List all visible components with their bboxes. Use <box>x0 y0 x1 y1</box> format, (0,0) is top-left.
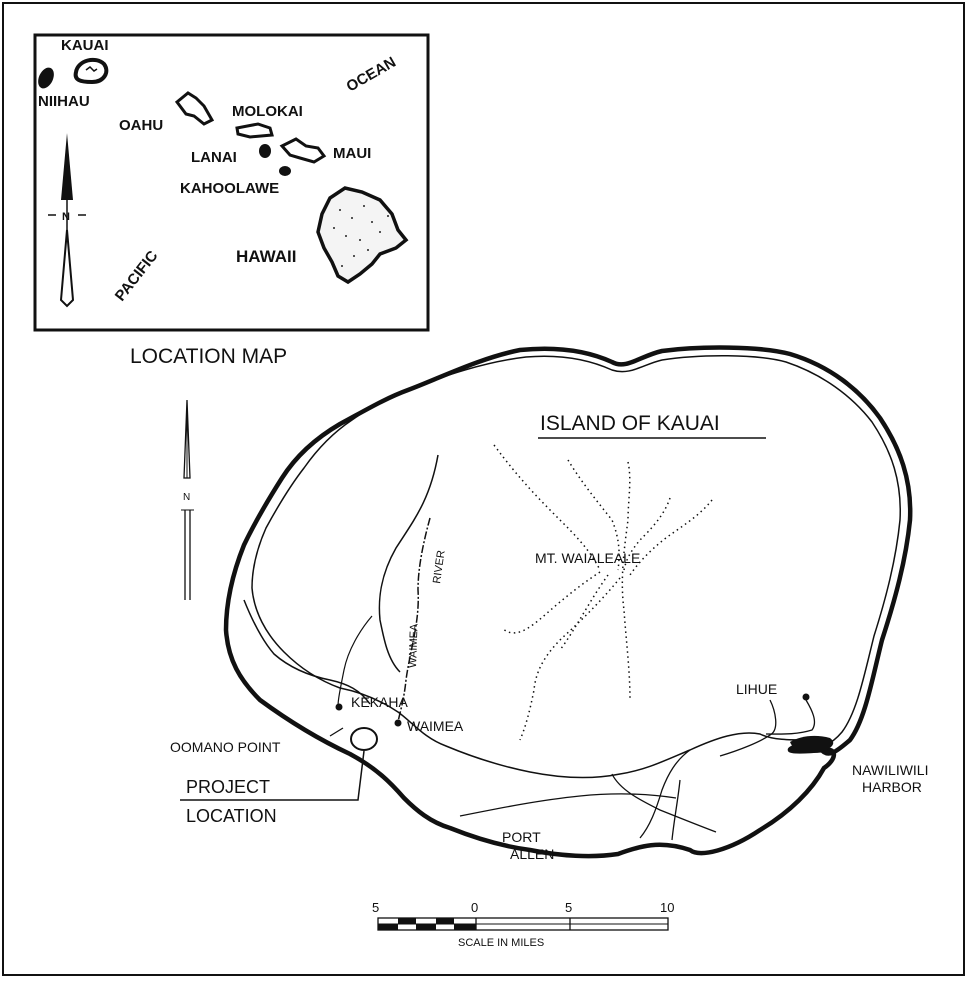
roads <box>459 699 816 841</box>
oahu-inset-label: OAHU <box>119 117 163 134</box>
pacific-label: PACIFIC <box>112 247 162 304</box>
project-location-circle <box>350 727 378 751</box>
oomano-point-leader <box>329 727 344 737</box>
hawaii-inset-island <box>316 186 409 285</box>
lanai-inset-label: LANAI <box>191 149 237 166</box>
kauai-coastline-inner <box>251 355 901 779</box>
kekaha-label: KEKAHA <box>351 694 408 710</box>
port-allen-label-2: ALLEN <box>510 846 554 862</box>
waimea-river-label-2: RIVER <box>431 549 448 584</box>
waimea-river-label-1: WAIMEA <box>407 623 421 668</box>
waimea-tributary-west <box>378 454 439 673</box>
main-north-arrow <box>181 399 194 600</box>
nawiliwili-label-2: HARBOR <box>862 779 922 795</box>
waimea-river <box>397 517 431 723</box>
port-allen-label-1: PORT <box>502 829 541 845</box>
maui-inset-island <box>279 137 327 164</box>
kahoolawe-inset-label: KAHOOLAWE <box>180 180 279 197</box>
island-of-kauai-title: ISLAND OF KAUAI <box>540 412 720 435</box>
kekaha-dot <box>335 703 343 711</box>
project-location-label-1: PROJECT <box>186 777 270 797</box>
oomano-point-label: OOMANO POINT <box>170 739 281 755</box>
kauai-inset-texture <box>85 66 98 72</box>
ocean-label: OCEAN <box>344 54 399 96</box>
oahu-inset-island <box>174 91 215 126</box>
kauai-inset-island <box>73 57 109 85</box>
mt-waialeale-label: MT. WAIALEALE <box>535 550 640 566</box>
molokai-inset-label: MOLOKAI <box>232 103 303 120</box>
project-location-label-2: LOCATION <box>186 806 277 826</box>
inset-frame <box>33 33 430 332</box>
scale-bar <box>377 917 669 931</box>
molokai-inset-island <box>235 122 274 139</box>
waimea-dot <box>394 719 402 727</box>
scale-tick-1: 0 <box>471 900 478 915</box>
niihau-inset-label: NIIHAU <box>38 93 90 110</box>
kahoolawe-inset-island <box>279 166 291 176</box>
kauai-inset-label: KAUAI <box>61 37 109 54</box>
location-map-title: LOCATION MAP <box>130 345 287 368</box>
nawiliwili-harbor-shape <box>790 735 834 753</box>
kekaha-stream <box>337 615 373 707</box>
niihau-inset-island <box>38 67 54 89</box>
maui-inset-label: MAUI <box>333 145 371 162</box>
main-north-label: N <box>183 492 190 503</box>
nawiliwili-label-1: NAWILIWILI <box>852 762 929 778</box>
kauai-main-map: N ISLAND OF KAUAI MT. WAIALEALE WAIMEA R… <box>170 345 929 949</box>
scale-tick-3: 10 <box>660 900 674 915</box>
west-stream <box>243 599 371 705</box>
scale-tick-2: 5 <box>565 900 572 915</box>
inset-north-arrow <box>48 133 86 308</box>
kauai-coastline-outer <box>223 345 913 859</box>
hawaii-inset-stipple <box>333 205 389 267</box>
lihue-label: LIHUE <box>736 681 777 697</box>
mountain-streams <box>493 444 713 741</box>
waimea-label: WAIMEA <box>407 718 464 734</box>
inset-north-label: N <box>62 211 70 223</box>
hawaii-inset-label: HAWAII <box>236 247 296 266</box>
lanai-inset-island <box>259 144 271 158</box>
inset-map: KAUAI NIIHAU OAHU MOLOKAI LANAI MAUI KAH… <box>33 33 430 368</box>
scale-caption: SCALE IN MILES <box>458 937 544 949</box>
project-location-leader <box>180 750 365 801</box>
lihue-dot <box>802 693 810 701</box>
scale-tick-0: 5 <box>372 900 379 915</box>
